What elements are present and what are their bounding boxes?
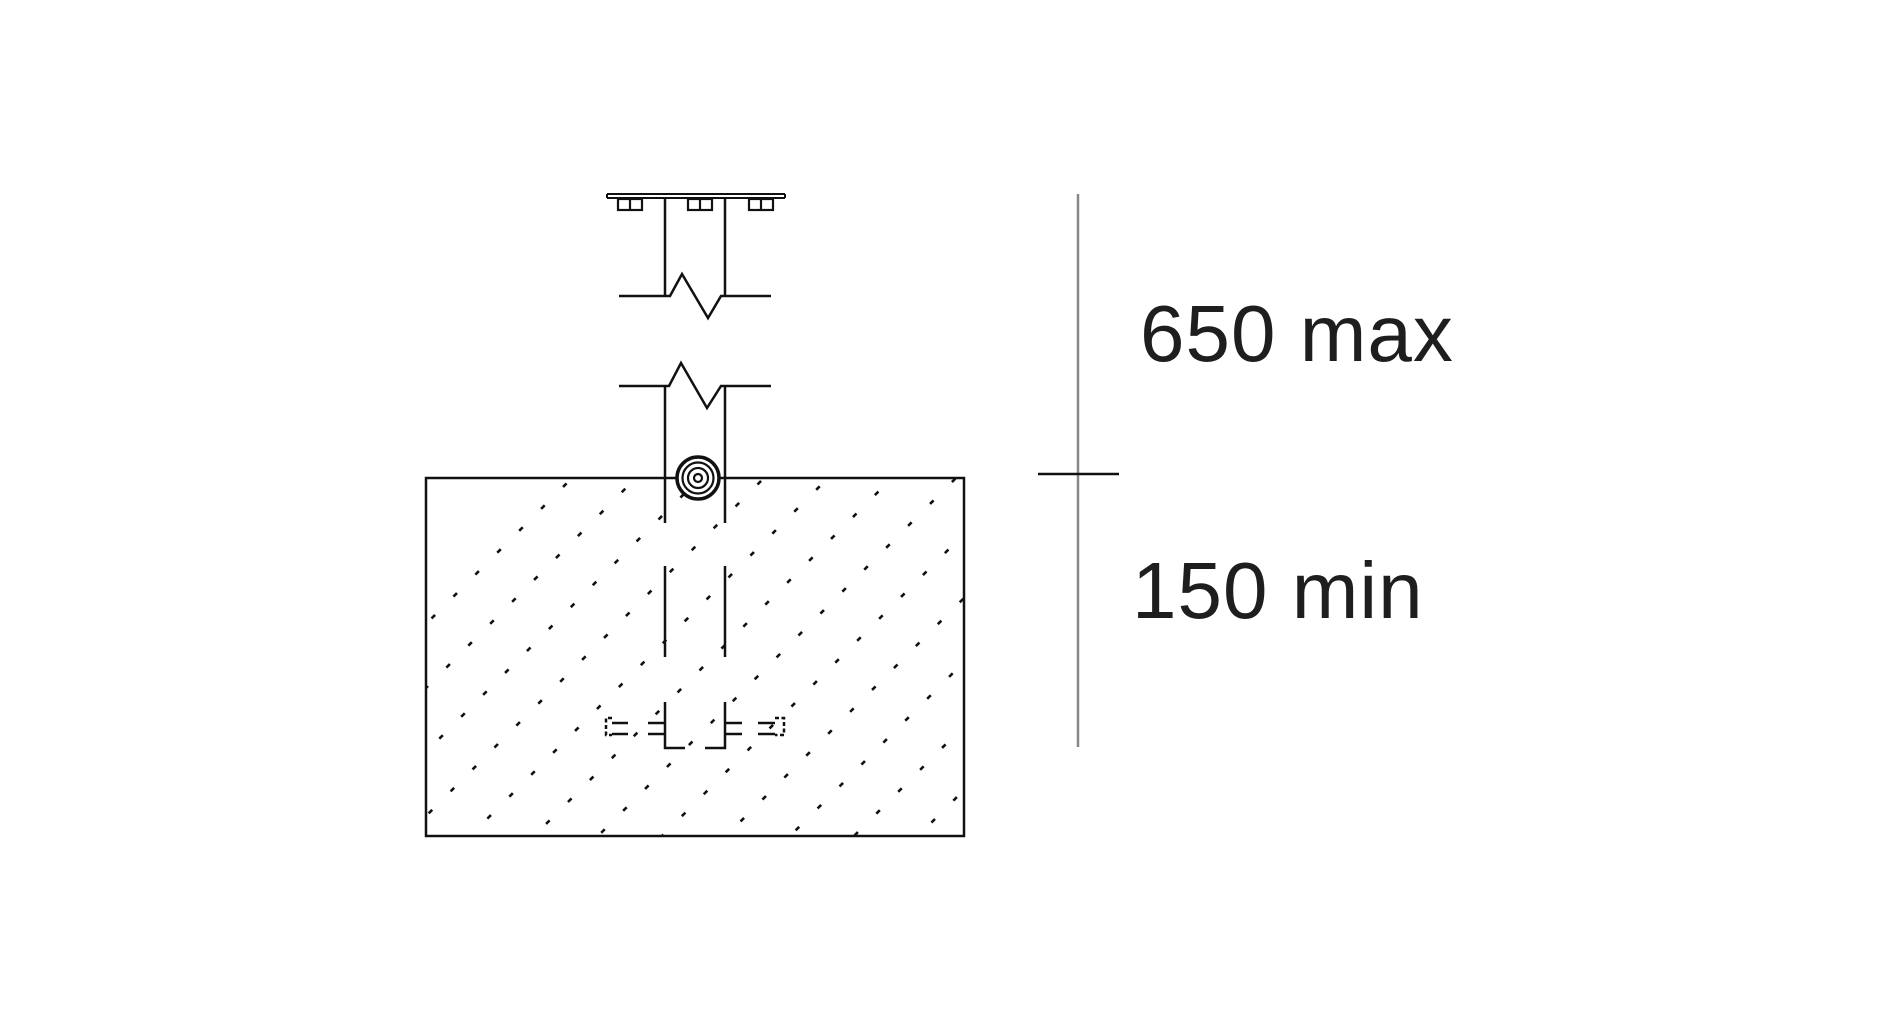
dimension-line — [1038, 194, 1119, 747]
concrete-footing — [424, 476, 966, 838]
ground-level-marker-icon — [675, 455, 721, 501]
footing-outline — [424, 476, 966, 838]
top-plate — [606, 193, 786, 212]
post-upper — [663, 198, 727, 295]
anchor-bolt-left — [604, 716, 664, 737]
dimension-label-lower: 150 min — [1132, 546, 1424, 635]
bolt-head-icon — [686, 197, 714, 212]
post-lower — [663, 386, 727, 750]
break-line-lower — [619, 360, 771, 411]
bolt-head-icon — [747, 197, 775, 212]
break-line-upper — [619, 271, 771, 321]
bolt-head-icon — [616, 197, 644, 212]
anchor-bolt-right — [726, 716, 786, 737]
dimension-label-upper: 650 max — [1140, 289, 1454, 378]
